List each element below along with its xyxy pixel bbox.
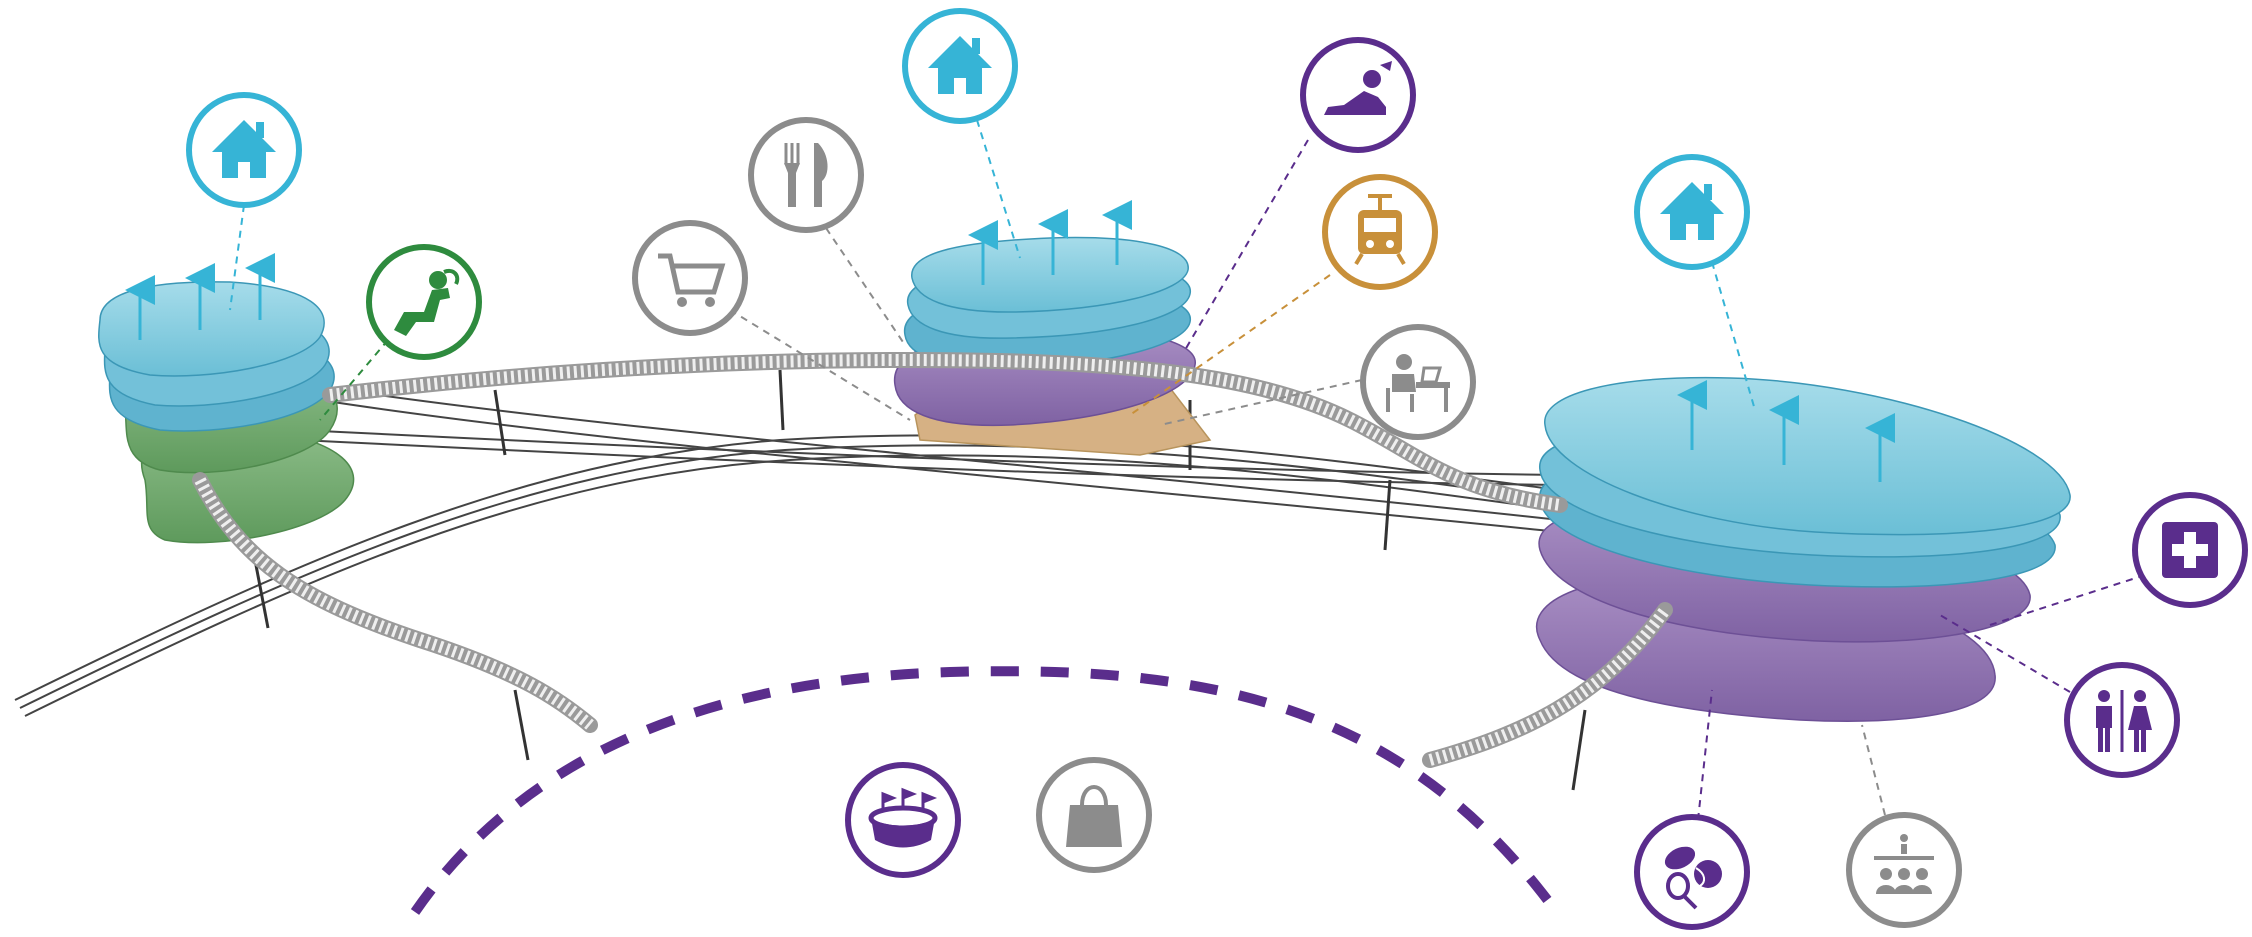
leader-lines bbox=[229, 119, 2146, 821]
rail-tracks bbox=[14, 384, 1561, 717]
tram-icon bbox=[1322, 174, 1438, 290]
sports-balls-icon bbox=[1634, 814, 1750, 930]
right-building bbox=[1535, 376, 2071, 722]
center-building bbox=[893, 200, 1212, 456]
relaxing-person-icon bbox=[366, 244, 482, 360]
elevated-walkways bbox=[192, 351, 1673, 768]
house-icon bbox=[902, 8, 1018, 124]
toilets-icon bbox=[2064, 662, 2180, 778]
stadium-icon bbox=[845, 762, 961, 878]
shopping-bag-icon bbox=[1036, 757, 1152, 873]
left-building bbox=[98, 253, 355, 544]
house-icon bbox=[186, 92, 302, 208]
shopping-cart-icon bbox=[632, 220, 748, 336]
fork-knife-icon bbox=[748, 117, 864, 233]
office-desk-icon bbox=[1360, 324, 1476, 440]
sunbathing-person-icon bbox=[1300, 37, 1416, 153]
house-icon bbox=[1634, 154, 1750, 270]
medical-cross-icon bbox=[2132, 492, 2248, 608]
bridge-columns bbox=[253, 369, 1587, 791]
district-boundary-arc bbox=[410, 666, 1560, 915]
assembly-hall-icon bbox=[1846, 812, 1962, 928]
